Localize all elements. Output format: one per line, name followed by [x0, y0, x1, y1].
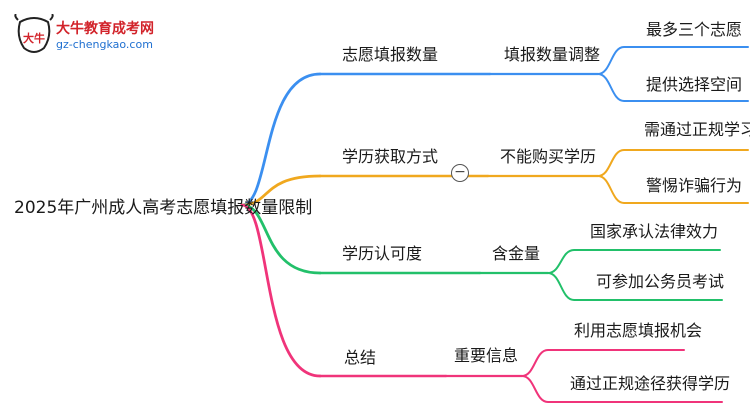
root-to-branch-connector: [240, 203, 322, 275]
leaf-label: 需通过正规学习: [644, 120, 750, 139]
leaf-connector: [597, 46, 749, 75]
root-node-label: 2025年广州成人高考志愿填报数量限制: [14, 198, 313, 218]
logo-mark-text: 大牛: [23, 31, 45, 45]
branch-label-summary: 总结: [344, 348, 377, 367]
leaf-connector: [597, 73, 749, 102]
leaf-label: 利用志愿填报机会: [574, 321, 703, 340]
leaf-label: 可参加公务员考试: [596, 272, 725, 291]
leaf-connector: [521, 349, 685, 377]
brand-name: 大牛教育成考网: [56, 21, 154, 37]
leaf-connector: [547, 249, 721, 274]
sub-label-key-info: 重要信息: [454, 346, 519, 365]
sub-label-cannot-buy: 不能购买学历: [500, 147, 597, 166]
branch-label-recognition: 学历认可度: [342, 244, 423, 263]
root-to-branch-connector: [240, 72, 322, 207]
collapse-toggle[interactable]: −: [451, 164, 469, 182]
branch-label-volunteer-count: 志愿填报数量: [342, 45, 439, 64]
leaf-connector: [547, 272, 723, 301]
leaf-label: 警惕诈骗行为: [646, 176, 743, 195]
brand-logo: 大牛 大牛教育成考网 gz-chengkao.com: [14, 14, 189, 58]
leaf-connector: [597, 149, 749, 177]
sub-label-value: 含金量: [492, 244, 541, 263]
leaf-label: 最多三个志愿: [646, 20, 743, 39]
root-to-branch-connector: [240, 203, 322, 378]
bull-logo-icon: 大牛: [14, 14, 54, 53]
leaf-connector: [597, 175, 749, 204]
brand-url: gz-chengkao.com: [56, 38, 153, 51]
branch-label-degree-method: 学历获取方式: [342, 147, 439, 166]
root-to-branch-connector: [240, 174, 322, 207]
leaf-label: 提供选择空间: [646, 75, 743, 94]
leaf-connector: [521, 375, 723, 403]
leaf-label: 通过正规途径获得学历: [570, 374, 731, 393]
leaf-label: 国家承认法律效力: [590, 222, 719, 241]
collapse-minus-icon: −: [454, 164, 466, 180]
sub-label-adjust-count: 填报数量调整: [504, 45, 601, 64]
